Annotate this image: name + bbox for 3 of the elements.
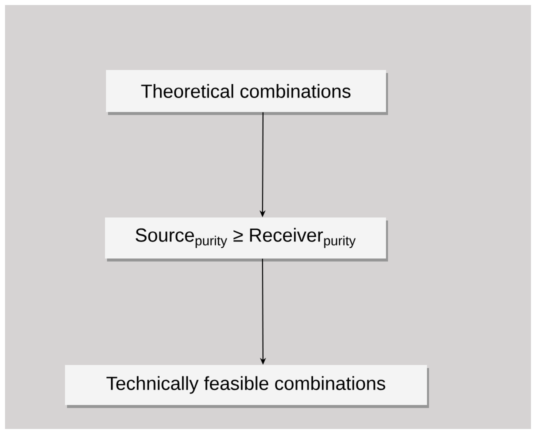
process-box: Source$_{purity}$ ≥ Receiver$_{purity}$ — [105, 218, 388, 262]
process-box: Theoretical combinations — [106, 70, 388, 115]
process-box: Technically feasible combinations — [65, 365, 429, 408]
